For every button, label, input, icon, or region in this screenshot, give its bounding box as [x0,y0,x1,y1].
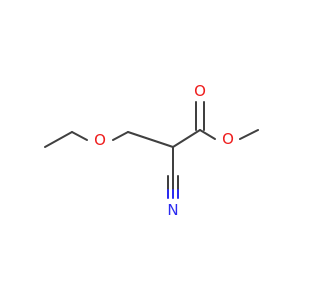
atom-ether-oxygen: O [94,131,106,149]
bond-carbonyl-ester-o [199,129,216,140]
bond-ch2-alpha [127,131,174,148]
atom-nitrile-nitrogen: N [167,201,178,219]
bond-o-ether-ch2 [112,131,129,141]
molecule-structure: O O O N [44,82,259,219]
bond-ch3-ch2 [44,131,73,148]
atom-ester-oxygen: O [222,130,234,148]
bond-ester-o-ch3 [239,129,259,140]
bond-alpha-carbonyl [172,129,201,148]
atom-carbonyl-oxygen: O [194,82,206,100]
molecule-svg: O O O N [44,82,259,219]
bond-ch2-o-ether [71,131,88,141]
